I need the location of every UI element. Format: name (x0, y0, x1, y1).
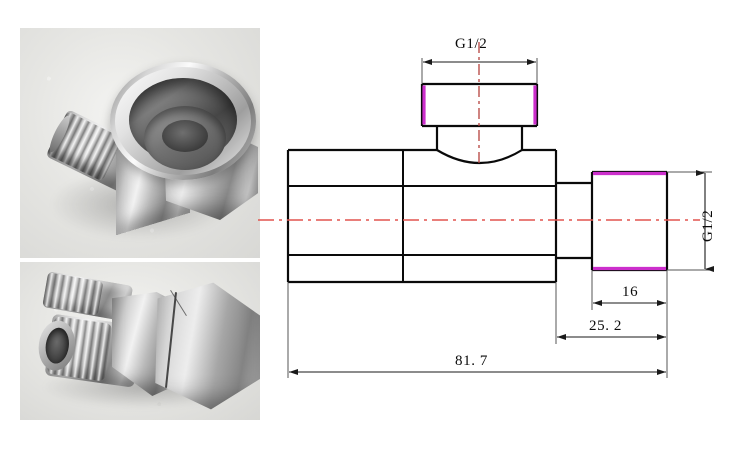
body-outline (286, 148, 558, 284)
dim-label-overall-length: 81. 7 (455, 353, 488, 369)
side-view-photo (20, 262, 260, 420)
dim-label-thread-length: 16 (622, 284, 639, 300)
top-thread-marks (422, 85, 537, 125)
dim-right-thread (667, 170, 714, 272)
dim-label-right-thread: G1/2 (700, 209, 716, 242)
dim-top-thread (421, 58, 538, 84)
dim-label-top-thread: G1/2 (455, 36, 488, 52)
dim-thread-length (591, 270, 668, 310)
right-spigot-outline (556, 170, 669, 272)
dim-label-shoulder-length: 25. 2 (589, 318, 622, 334)
top-view-photo (20, 28, 260, 258)
body-section-lines (288, 185, 556, 256)
photo-port-boss (110, 62, 256, 180)
right-thread-marks (593, 171, 666, 271)
branch-junction-arc (436, 149, 523, 165)
dim-shoulder-length (555, 282, 668, 344)
dim-overall-length (287, 282, 668, 378)
